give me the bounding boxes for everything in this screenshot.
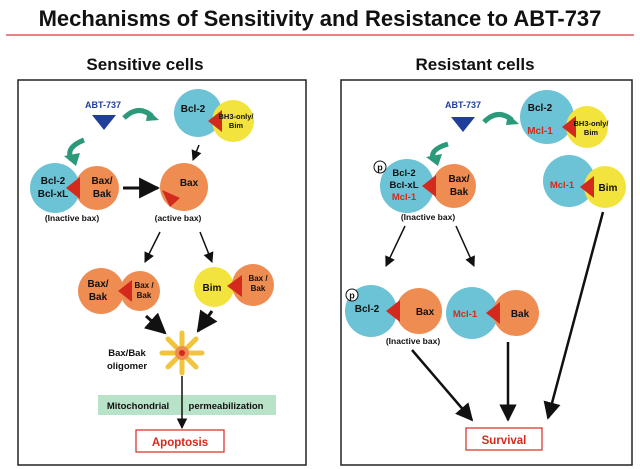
top-complex-mcl1: Mcl-1 xyxy=(527,126,553,137)
pair-right-label-1: Bax / xyxy=(134,281,154,290)
mcl1-bottom-label: Mcl-1 xyxy=(453,309,478,320)
red-wedge-icon xyxy=(208,110,222,132)
complex-label-bclxl: Bcl-xL xyxy=(389,180,418,191)
red-wedge-icon xyxy=(227,275,242,297)
red-wedge-icon xyxy=(66,177,80,199)
mito-label-right: permeabilization xyxy=(189,401,264,412)
red-wedge-icon xyxy=(162,190,180,207)
red-wedge-icon xyxy=(580,176,594,198)
bcl2-circle xyxy=(174,89,222,137)
phospho-badge xyxy=(373,160,387,174)
bim-right-label: Bim xyxy=(599,183,618,194)
resistant-panel xyxy=(340,79,633,466)
bcl2-bclxl-mcl1-circle xyxy=(380,159,434,213)
bim-circle xyxy=(194,267,234,307)
mito-label-left: Mitochondrial xyxy=(107,401,169,412)
arrow xyxy=(144,231,161,263)
sensitive-panel xyxy=(17,79,307,466)
red-wedge-icon xyxy=(562,116,576,138)
arrow xyxy=(143,312,167,335)
bax-bak-label-2: Bak xyxy=(450,187,469,198)
green-arrowhead-icon xyxy=(64,153,80,166)
bcl2-bottom-circle xyxy=(345,285,397,337)
active-bax-label: (active bax) xyxy=(155,213,202,223)
bcl2-mcl1-circle xyxy=(520,90,574,144)
bh3-bim-circle xyxy=(566,106,608,148)
bh3-label-line2: Bim xyxy=(584,128,599,137)
bax-bak-circle xyxy=(75,166,119,210)
red-wedge-icon xyxy=(118,280,132,302)
bh3-label-line1: BH3-only/ xyxy=(573,119,609,128)
bh3-label-line2: Bim xyxy=(229,121,244,130)
inactive-bax-label: (Inactive bax) xyxy=(45,213,99,223)
pair-right-label-2: Bak xyxy=(137,291,152,300)
oligomer-starburst-icon xyxy=(159,330,205,376)
bim-pair-label-1: Bax / xyxy=(248,274,268,283)
bim-pair-label-2: Bak xyxy=(251,284,266,293)
top-complex-bcl2: Bcl-2 xyxy=(528,103,553,114)
bax-bottom-label: Bax xyxy=(416,307,435,318)
bax-bottom-circle xyxy=(396,288,442,334)
arrow xyxy=(455,225,475,267)
bcl2-label: Bcl-2 xyxy=(181,104,206,115)
mcl1-bottom-circle xyxy=(446,287,498,339)
green-arrowhead-icon xyxy=(146,110,159,121)
phospho-badge xyxy=(345,288,359,302)
survival-label: Survival xyxy=(482,435,527,447)
red-wedge-icon xyxy=(386,300,400,322)
complex-label-bcl2: Bcl-2 xyxy=(41,176,66,187)
arrow xyxy=(385,225,406,267)
green-arrowhead-icon xyxy=(506,114,519,125)
bax-bak-label-2: Bak xyxy=(93,189,112,200)
complex-label-bclxl: Bcl-xL xyxy=(38,189,69,200)
bax-bak-label-1: Bax/ xyxy=(91,176,112,187)
bh3-label-line1: BH3-only/ xyxy=(218,112,254,121)
mito-permeabilization-band xyxy=(98,395,276,415)
arrow xyxy=(191,144,202,161)
arrow xyxy=(543,211,605,420)
bax-bak-label-1: Bax/ xyxy=(448,174,469,185)
bcl2-bclxl-circle xyxy=(30,163,80,213)
sensitive-heading: Sensitive cells xyxy=(86,55,203,74)
apoptosis-label: Apoptosis xyxy=(152,437,208,449)
survival-box xyxy=(465,427,543,451)
inactive-bax-label: (Inactive bax) xyxy=(401,212,455,222)
bak-bottom-circle xyxy=(493,290,539,336)
mcl1-right-label: Mcl-1 xyxy=(550,180,575,191)
bim-circle xyxy=(584,166,626,208)
green-arrowhead-icon xyxy=(426,154,442,166)
abt737-drug-icon xyxy=(92,115,116,130)
bax-bak-right-circle xyxy=(120,271,160,311)
bh3-bim-circle xyxy=(212,100,254,142)
inactive-bax-bottom-label: (Inactive bax) xyxy=(386,336,440,346)
oligomer-label-1: Bax/Bak xyxy=(108,348,146,359)
bim-label: Bim xyxy=(203,283,222,294)
arrow xyxy=(199,231,214,263)
red-wedge-icon xyxy=(422,175,436,197)
bax-bak-circle xyxy=(432,164,476,208)
apoptosis-box xyxy=(135,429,225,453)
abt737-drug-icon xyxy=(451,117,475,132)
phospho-label-bottom: p xyxy=(349,291,355,301)
phospho-label: p xyxy=(377,163,383,173)
pair-left-label-2: Bak xyxy=(89,292,108,303)
complex-label-mcl1: Mcl-1 xyxy=(392,192,417,203)
sensitive-drug-label: ABT-737 xyxy=(85,100,121,110)
bax-bak-small-circle xyxy=(232,264,274,306)
bak-bottom-label: Bak xyxy=(511,309,530,320)
bcl2-bottom-label: Bcl-2 xyxy=(355,304,380,315)
arrow xyxy=(196,309,218,333)
complex-label-bcl2: Bcl-2 xyxy=(392,168,415,179)
page-title: Mechanisms of Sensitivity and Resistance… xyxy=(39,6,602,31)
bax-bak-left-circle xyxy=(78,268,124,314)
bax-active-label: Bax xyxy=(180,178,199,189)
arrow xyxy=(411,349,474,422)
oligomer-label-2: oligomer xyxy=(107,361,147,372)
red-wedge-icon xyxy=(486,302,500,324)
resistant-drug-label: ABT-737 xyxy=(445,100,481,110)
resistant-heading: Resistant cells xyxy=(415,55,534,74)
pair-left-label-1: Bax/ xyxy=(87,279,108,290)
mcl1-circle xyxy=(543,155,595,207)
